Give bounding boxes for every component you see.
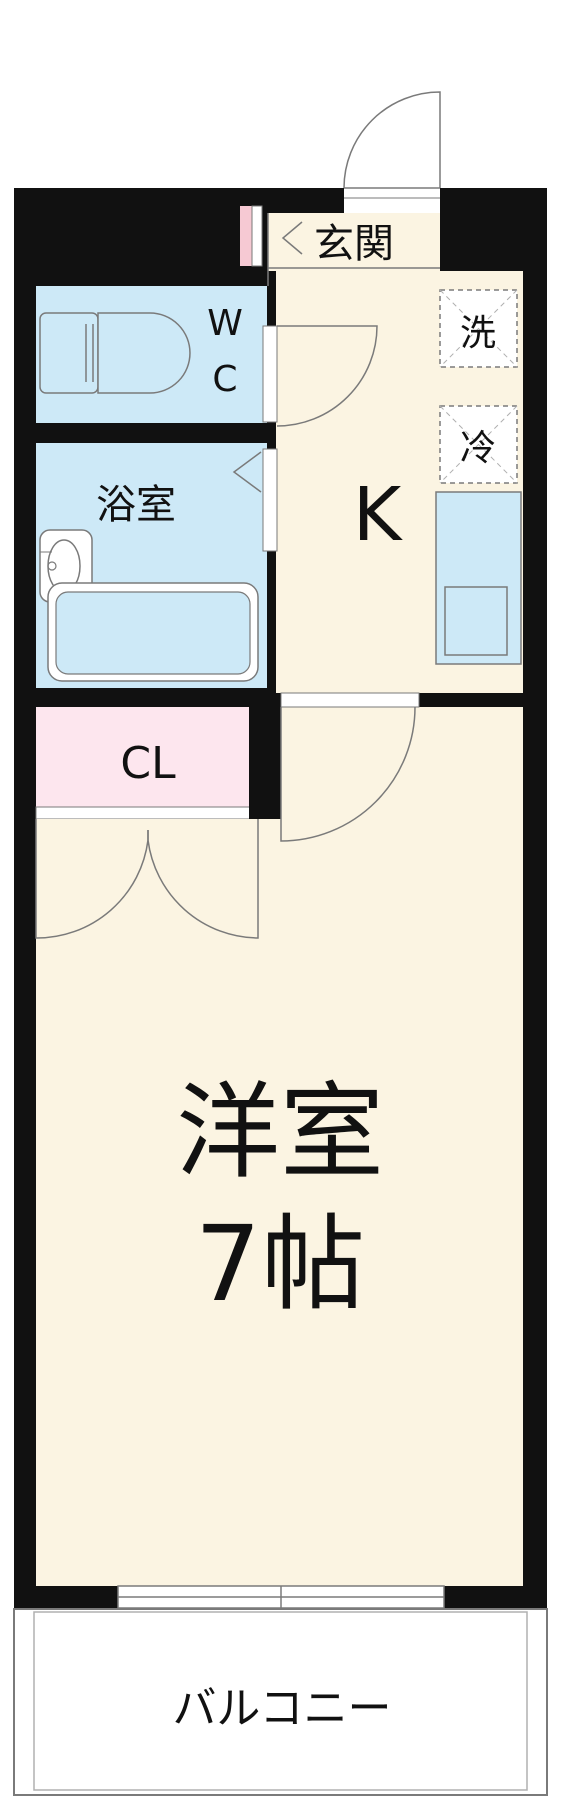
fridge-spot <box>439 405 518 484</box>
closet-room <box>36 707 259 807</box>
entrance-floor <box>268 213 440 271</box>
balcony-label: バルコニー <box>172 1683 391 1734</box>
balcony-floor-outline <box>33 1611 528 1791</box>
western-room-floor <box>36 819 523 1586</box>
toilet-fixture <box>39 312 191 394</box>
entrance-door-swing <box>343 91 441 189</box>
kitchen-label: K <box>353 472 404 558</box>
entrance-label: 玄関 <box>314 221 394 267</box>
room-door-swing <box>280 706 416 842</box>
entrance-accent <box>240 206 252 266</box>
closet-door-strip <box>35 806 260 820</box>
fridge-label: 冷 <box>460 428 496 469</box>
kitchen-counter <box>435 491 522 665</box>
toilet-door-opening <box>262 325 278 423</box>
closet-door-swing-right <box>147 819 259 939</box>
western-room-label: 洋室 <box>176 1071 384 1193</box>
room-size-label: 7帖 <box>195 1203 365 1325</box>
bathroom-door-opening <box>262 448 278 552</box>
toilet-label-w: W <box>207 303 243 344</box>
entrance-chevron <box>281 221 303 255</box>
room-door-opening <box>280 692 420 708</box>
balcony-rail <box>13 1608 548 1796</box>
toilet-door-swing <box>276 325 378 427</box>
closet-label: CL <box>120 738 176 789</box>
bathroom-label: 浴室 <box>96 482 176 528</box>
closet-door-swing-left <box>35 819 149 939</box>
washer-label: 洗 <box>460 313 496 354</box>
bathroom-chevron <box>232 451 262 493</box>
toilet-label-c: C <box>212 359 237 400</box>
washer-spot <box>439 289 518 368</box>
entrance-door-opening <box>344 188 440 213</box>
